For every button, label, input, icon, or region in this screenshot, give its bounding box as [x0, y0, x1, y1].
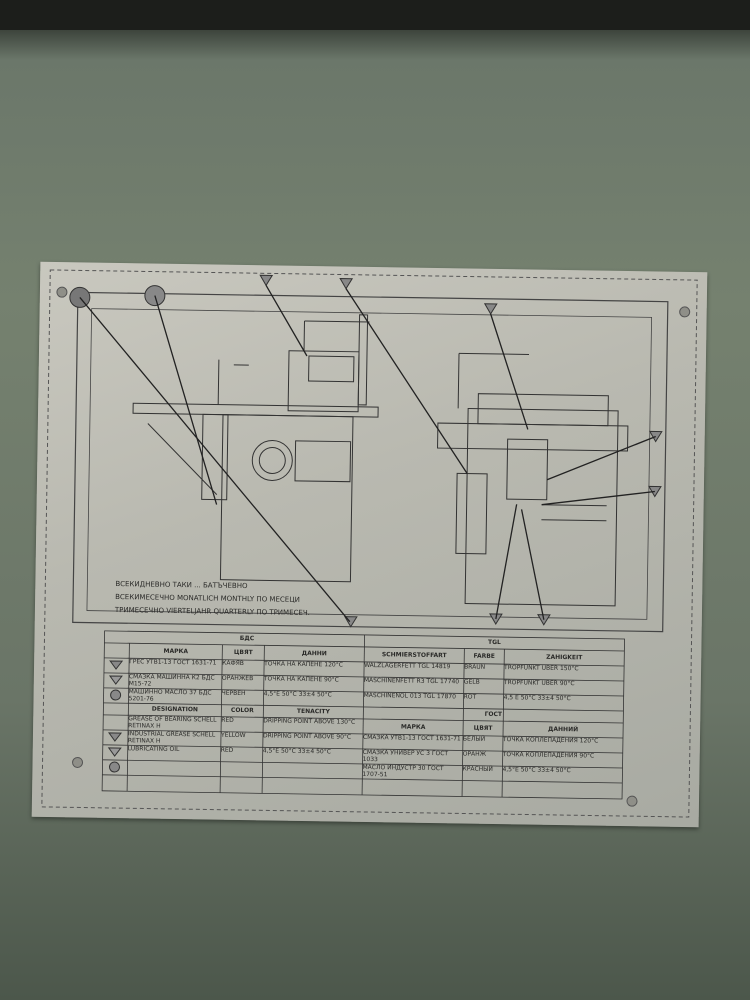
screw-icon: [56, 286, 68, 298]
oil-circle-icon: [108, 761, 120, 773]
table-header: ЦВЯТ: [473, 724, 493, 732]
table-en: DESIGNATION COLOR TENACITY GREASE OF BEA…: [128, 703, 364, 764]
table-cell: BRAUN: [464, 663, 486, 671]
plate-drawing: [41, 269, 698, 818]
table-cell: WALZLAGERFETT TGL 14819: [364, 661, 451, 671]
table-cell: 4,5°E 50°C 33±4 50°C: [262, 747, 331, 756]
table-cell: КРАСНЫЙ: [462, 765, 494, 773]
grease-triangle-icon: [109, 660, 124, 670]
table-cell: DRIPPING POINT ABOVE 130°C: [263, 717, 356, 726]
table-header: FARBE: [473, 652, 495, 660]
table-cell: RED: [220, 746, 234, 754]
table-cell: ТОЧКА НА КАПЕНЕ 90°С: [263, 675, 339, 684]
table-tgl: TGL SCHMIERSTOFFART FARBE ZAHIGKEIT WALZ…: [363, 635, 624, 711]
table-cell: ГРЕС УТВ1-13 ГОСТ 1631-71: [129, 658, 217, 667]
table-gost: ГОСТ МАРКА ЦВЯТ ДАННИЙ СМАЗКА УТВ1-13 ГО…: [362, 707, 623, 783]
grease-triangle-icon: [339, 277, 354, 290]
lubrication-plate: ВСЕКИДНЕВНО ТАКИ ... БАТЪЧЕВНО ВСЕКИМЕСЕ…: [31, 261, 708, 828]
grease-triangle-icon: [259, 274, 274, 287]
grease-triangle-icon: [483, 303, 498, 315]
grease-triangle-icon: [648, 430, 663, 443]
lubricant-table-grid: [101, 630, 625, 800]
table-cell: ROT: [463, 693, 477, 701]
schedule-legend: ВСЕКИДНЕВНО ТАКИ ... БАТЪЧЕВНО ВСЕКИМЕСЕ…: [115, 578, 311, 620]
table-cell: GELB: [463, 678, 480, 686]
dark-top-band: [0, 0, 750, 30]
machine-front-view: [437, 352, 629, 607]
table-header: COLOR: [230, 706, 254, 715]
grease-triangle-icon: [537, 614, 551, 626]
drawing-frame: [72, 291, 669, 633]
table-bds: БДС МАРКА ЦВЯТ ДАННИ ГРЕС УТВ1-13 ГОСТ 1…: [128, 631, 364, 707]
table-cell: ОРАНЖЕВ: [221, 674, 254, 683]
table-cell: БЕЛЫЙ: [462, 735, 486, 743]
table-cell: GREASE OF BEARING SCHELL RETINAX H: [128, 715, 217, 730]
screw-icon: [72, 756, 84, 768]
table-cell: MASCHINENOL 013 TGL 17870: [363, 691, 456, 701]
table-cell: ТОЧКА НА КАПЕНЕ 120°С: [264, 660, 343, 669]
table-cell: DRIPPING POINT ABOVE 90°C: [262, 732, 352, 741]
inner-drawing-frame: [86, 308, 653, 620]
oil-circle-icon: [69, 286, 91, 308]
machine-side-view: [132, 314, 379, 583]
table-cell: МАСЛО ИНДУСТР 30 ГОСТ 1707-51: [362, 763, 444, 779]
oil-circle-icon: [144, 285, 166, 307]
grease-triangle-icon: [108, 732, 123, 742]
table-header: МАРКА: [163, 647, 189, 656]
outer-dashed-frame: [41, 269, 698, 818]
table-cell: LUBRICATING OIL: [127, 745, 180, 754]
grease-triangle-icon: [108, 675, 123, 685]
table-header: ДАННИ: [301, 649, 327, 658]
oil-circle-icon: [110, 689, 122, 701]
table-header: МАРКА: [400, 723, 426, 731]
table-cell: 4,5°Е 50°С 33±4 50°С: [263, 690, 332, 699]
table-header: ЦВЯТ: [233, 648, 253, 657]
table-cell: RED: [221, 716, 234, 724]
grease-triangle-icon: [107, 747, 122, 757]
table-cell: 4,5°Е 50°С 33±4 50°С: [502, 766, 571, 775]
screw-icon: [679, 306, 691, 318]
table-cell: INDUSTRIAL GREASE SCHELL RETINAX H: [127, 730, 216, 745]
pointer-lines: [79, 285, 656, 623]
table-cell: СМАЗКА УТВ1-13 ГОСТ 1631-71: [362, 733, 461, 743]
table-cell: СМАЗКА МАШИННА К2 БДС М15-72: [128, 673, 215, 688]
table-cell: КАФЯВ: [222, 659, 244, 668]
table-cell: YELLOW: [220, 731, 246, 740]
screw-icon: [626, 795, 638, 807]
table-cell: МАШИННО МАСЛО 37 БДС 5201-76: [128, 688, 212, 703]
table-header: SCHMIERSTOFFART: [381, 651, 447, 660]
table-cell: ЧЕРВЕН: [221, 689, 246, 698]
table-cell: СМАЗКА УНИВЕР УС 3 ГОСТ 1033: [362, 748, 449, 764]
table-cell: MASCHINENFETT R3 TGL 17740: [363, 676, 460, 686]
table-cell: ОРАНЖ: [462, 750, 487, 758]
